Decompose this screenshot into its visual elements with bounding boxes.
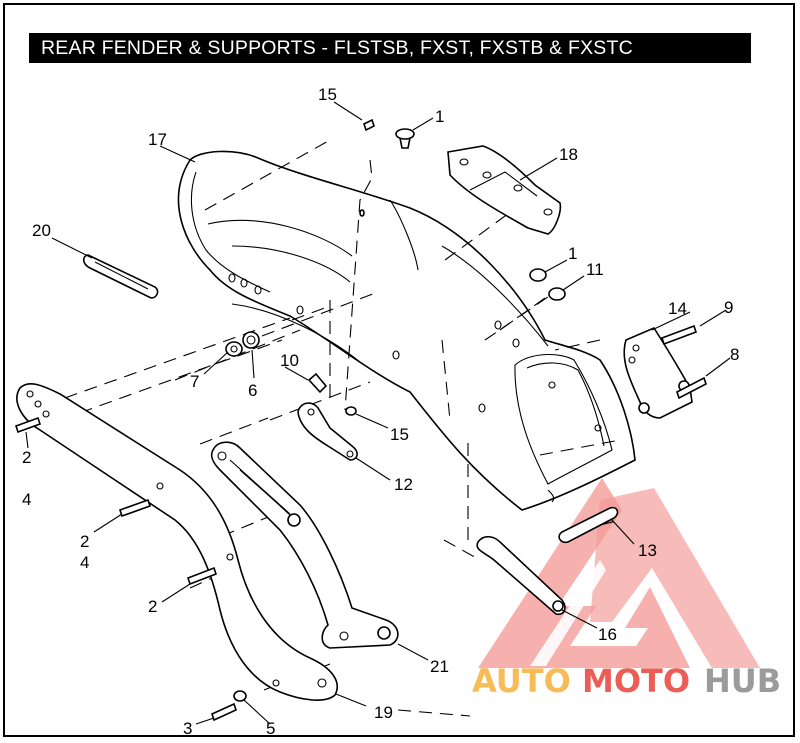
fender-support-19 <box>16 382 338 701</box>
rear-bracket <box>297 402 358 461</box>
rear-fender <box>177 150 636 511</box>
title-bar: REAR FENDER & SUPPORTS - FLSTSB, FXST, F… <box>29 33 751 63</box>
callout-20: 20 <box>32 221 51 240</box>
watermark-hub: HUB <box>704 662 781 700</box>
nut-and-washer <box>225 331 260 357</box>
callout-9: 9 <box>724 298 733 317</box>
callout-4-left: 4 <box>22 490 31 509</box>
bracket-screws <box>660 324 707 400</box>
rear-bracket-13 <box>558 506 619 544</box>
assembly-guide-lines <box>44 139 621 717</box>
callout-12: 12 <box>394 475 413 494</box>
callout-15-top: 15 <box>318 85 337 104</box>
callout-1-right: 1 <box>568 244 577 263</box>
callout-5: 5 <box>266 719 275 738</box>
callout-10: 10 <box>280 351 299 370</box>
callout-15-mid: 15 <box>390 425 409 444</box>
fender-support-21 <box>210 441 399 649</box>
callout-7: 7 <box>190 372 199 391</box>
callout-4-mid: 4 <box>80 553 89 572</box>
callout-6: 6 <box>248 381 257 400</box>
callout-2-left: 2 <box>22 448 31 467</box>
leader-lines <box>25 101 731 725</box>
callout-14: 14 <box>668 299 687 318</box>
callout-3: 3 <box>183 719 192 738</box>
callout-21: 21 <box>430 657 449 676</box>
diagram-title: REAR FENDER & SUPPORTS - FLSTSB, FXST, F… <box>41 37 633 59</box>
callout-labels: 15 1 17 18 20 1 11 14 9 8 10 7 6 15 12 2… <box>22 85 739 738</box>
watermark-wordmark: AUTO MOTO HUB <box>472 662 781 700</box>
callout-2-mid: 2 <box>80 532 89 551</box>
callout-2-low: 2 <box>148 597 157 616</box>
watermark-auto: AUTO <box>472 662 571 700</box>
callout-18: 18 <box>559 145 578 164</box>
callout-19: 19 <box>374 703 393 722</box>
taillight-lens <box>82 254 159 299</box>
callout-1-top: 1 <box>435 107 444 126</box>
callout-11: 11 <box>586 260 604 279</box>
callout-17: 17 <box>148 130 167 149</box>
callout-8: 8 <box>730 345 739 364</box>
clip <box>307 372 328 394</box>
top-fasteners <box>359 118 566 301</box>
callout-13: 13 <box>638 541 657 560</box>
callout-16: 16 <box>598 625 617 644</box>
watermark-moto: MOTO <box>582 662 690 700</box>
turn-signal-bracket <box>623 326 693 419</box>
diagram-frame <box>3 3 795 737</box>
seat-pad <box>447 145 562 235</box>
